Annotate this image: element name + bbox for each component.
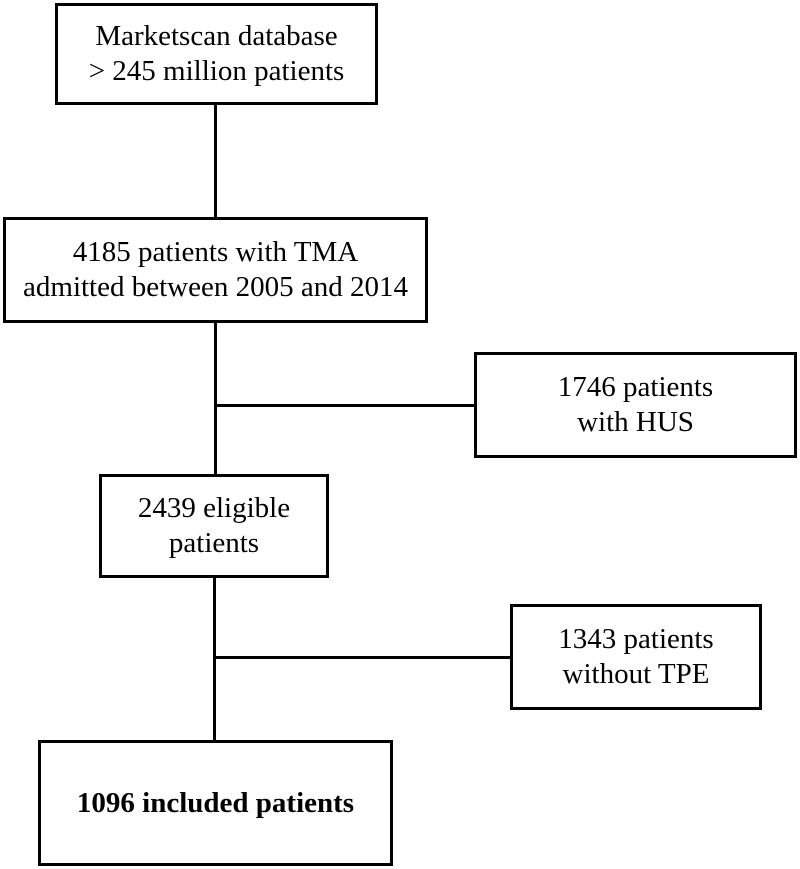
source-database-box: Marketscan database > 245 million patien… — [55, 3, 378, 105]
tma-patients-box: 4185 patients with TMA admitted between … — [3, 217, 428, 323]
connector-branch-to-hus — [214, 404, 476, 407]
included-patients-box: 1096 included patients — [38, 740, 393, 866]
connector-tma-to-eligible — [214, 322, 217, 475]
hus-excluded-text: 1746 patients with HUS — [557, 371, 714, 438]
connector-eligible-to-included — [213, 577, 216, 742]
tma-patients-text: 4185 patients with TMA admitted between … — [23, 236, 408, 303]
connector-branch-to-no-tpe — [216, 656, 512, 659]
included-patients-text: 1096 included patients — [76, 786, 355, 819]
no-tpe-excluded-text: 1343 patients without TPE — [558, 623, 714, 690]
eligible-patients-box: 2439 eligible patients — [99, 474, 329, 578]
connector-source-to-tma — [214, 104, 217, 218]
hus-excluded-box: 1746 patients with HUS — [474, 352, 797, 458]
source-database-text: Marketscan database > 245 million patien… — [88, 20, 345, 87]
no-tpe-excluded-box: 1343 patients without TPE — [510, 604, 762, 710]
eligible-patients-text: 2439 eligible patients — [137, 492, 291, 559]
